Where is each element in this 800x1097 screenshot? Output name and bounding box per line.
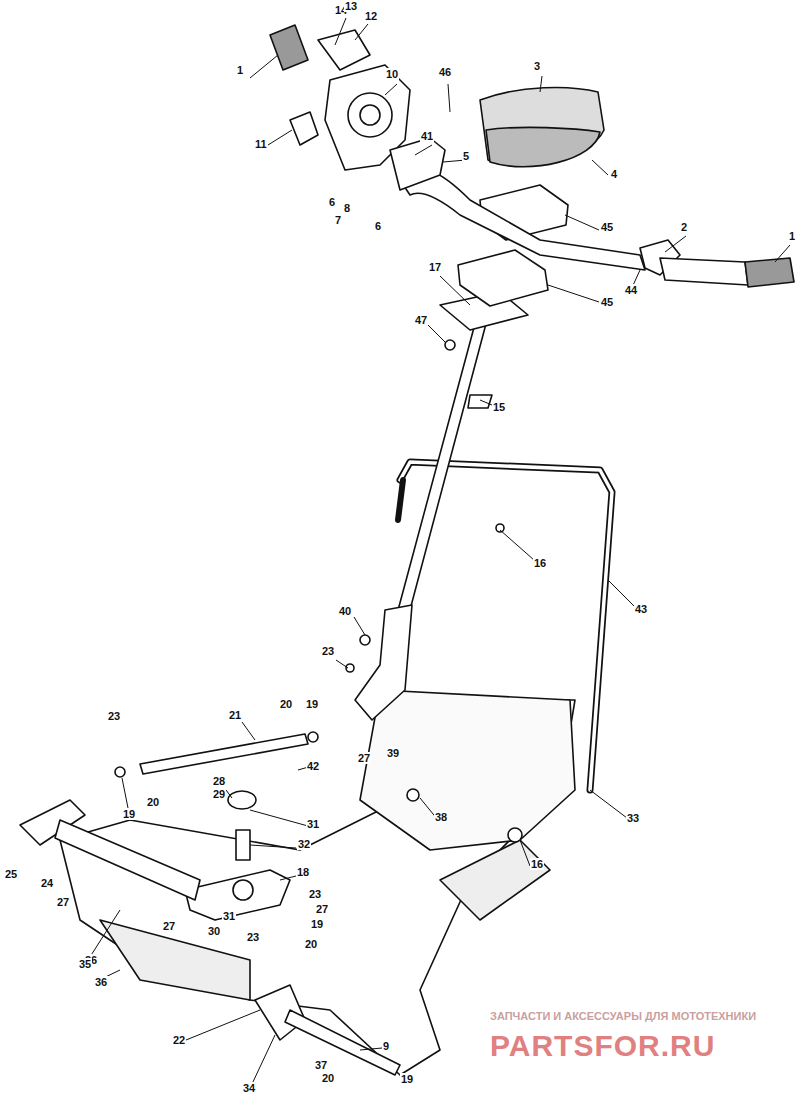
callout-number: 20 <box>304 938 318 950</box>
callout-number: 46 <box>438 66 452 78</box>
callout-number: 42 <box>306 760 320 772</box>
callout-number: 29 <box>212 788 226 800</box>
callout-number: 11 <box>254 138 268 150</box>
callout-number: 19 <box>310 918 324 930</box>
callout-number: 43 <box>634 603 648 615</box>
callout-number: 3 <box>533 60 541 72</box>
callout-number: 39 <box>386 747 400 759</box>
callout-number: 7 <box>334 214 342 226</box>
watermark-text: ЗАПЧАСТИ И АКСЕССУАРЫ ДЛЯ МОТОТЕХНИКИ <box>490 1010 756 1023</box>
callout-number: 47 <box>414 314 428 326</box>
callout-number: 20 <box>146 796 160 808</box>
callout-number: 20 <box>279 698 293 710</box>
callout-number: 21 <box>228 709 242 721</box>
callout-number: 24 <box>40 877 54 889</box>
callout-number: 19 <box>122 808 136 820</box>
callout-number: 1 <box>788 230 796 242</box>
callout-number: 37 <box>314 1059 328 1071</box>
callout-number: 19 <box>400 1073 414 1085</box>
callout-number: 25 <box>4 868 18 880</box>
callout-number: 41 <box>420 130 434 142</box>
callout-number: 15 <box>492 401 506 413</box>
callout-number: 33 <box>626 812 640 824</box>
callout-number: 23 <box>107 710 121 722</box>
callout-number: 32 <box>297 838 311 850</box>
callout-number: 44 <box>624 284 638 296</box>
callout-number: 20 <box>321 1072 335 1084</box>
callout-number: 22 <box>172 1034 186 1046</box>
callout-number: 1 <box>236 64 244 76</box>
callout-number: 23 <box>321 645 335 657</box>
callout-number: 40 <box>338 605 352 617</box>
callout-number: 31 <box>222 910 236 922</box>
callout-number: 23 <box>308 888 322 900</box>
callout-number: 28 <box>212 775 226 787</box>
callout-number: 27 <box>162 920 176 932</box>
callout-number: 17 <box>428 261 442 273</box>
callout-number: 13 <box>344 0 358 12</box>
callout-number: 27 <box>56 896 70 908</box>
callout-number: 6 <box>374 220 382 232</box>
callout-number: 34 <box>242 1082 256 1094</box>
callout-number: 16 <box>533 557 547 569</box>
callout-number: 45 <box>600 296 614 308</box>
callout-number: 5 <box>462 150 470 162</box>
callout-number: 31 <box>306 818 320 830</box>
callout-number: 27 <box>357 752 371 764</box>
callout-number: 6 <box>328 196 336 208</box>
callout-number: 12 <box>364 10 378 22</box>
callout-number: 35 <box>78 958 92 970</box>
callout-number: 38 <box>434 811 448 823</box>
callout-number: 19 <box>305 698 319 710</box>
callout-number: 16 <box>530 858 544 870</box>
callout-number: 23 <box>246 931 260 943</box>
callout-number: 30 <box>207 925 221 937</box>
callout-number: 10 <box>385 68 399 80</box>
callout-number: 2 <box>680 221 688 233</box>
callout-number: 27 <box>315 903 329 915</box>
callout-number: 9 <box>382 1040 390 1052</box>
callout-number: 4 <box>610 168 618 180</box>
callout-number: 8 <box>343 202 351 214</box>
callout-number: 36 <box>94 976 108 988</box>
watermark-logo: PARTSFOR.RU <box>490 1030 715 1062</box>
callout-number: 45 <box>600 221 614 233</box>
callout-number: 18 <box>296 866 310 878</box>
